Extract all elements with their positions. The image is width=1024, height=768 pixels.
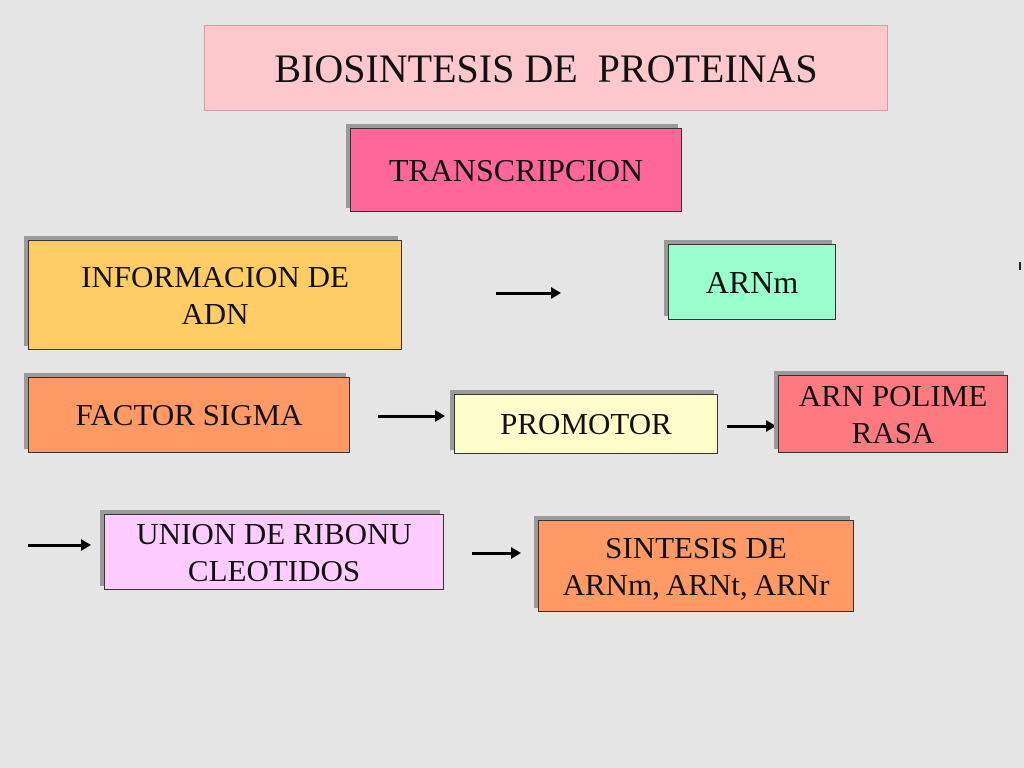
node-informacion-adn-line1: INFORMACION DE — [81, 258, 349, 294]
node-union-ribonucleotidos: UNION DE RIBONU CLEOTIDOS — [104, 514, 444, 590]
arrow-union-to-sintesis — [472, 547, 521, 559]
node-informacion-adn: INFORMACION DE ADN — [28, 240, 402, 350]
arrow-sigma-to-promotor — [378, 410, 445, 422]
node-arn-polimerasa-line1: ARN POLIME — [798, 377, 988, 413]
node-arnm: ARNm — [668, 244, 836, 320]
arrow-promotor-to-polimerasa — [727, 420, 776, 432]
node-transcripcion-label: TRANSCRIPCION — [388, 151, 644, 188]
node-union-ribonucleotidos-line2: CLEOTIDOS — [187, 553, 361, 588]
node-factor-sigma-label: FACTOR SIGMA — [75, 397, 303, 433]
node-union-ribonucleotidos-line1: UNION DE RIBONU — [136, 515, 412, 551]
diagram-title-text: BIOSINTESIS DE PROTEINAS — [274, 45, 818, 91]
node-sintesis-line1: SINTESIS DE — [605, 529, 787, 565]
node-sintesis-line2: ARNm, ARNt, ARNr — [562, 567, 830, 602]
diagram-title: BIOSINTESIS DE PROTEINAS — [204, 25, 888, 111]
node-factor-sigma: FACTOR SIGMA — [28, 377, 350, 453]
node-arnm-label: ARNm — [705, 263, 799, 300]
node-arn-polimerasa: ARN POLIME RASA — [778, 375, 1008, 453]
node-transcripcion: TRANSCRIPCION — [350, 128, 682, 212]
decorative-tick-mark — [1019, 262, 1021, 270]
node-promotor-label: PROMOTOR — [500, 406, 672, 442]
node-informacion-adn-line2: ADN — [181, 296, 249, 331]
arrow-adn-to-arnm — [496, 287, 561, 299]
arrow-to-union-ribonucleotidos — [28, 539, 91, 551]
node-arn-polimerasa-line2: RASA — [851, 415, 935, 450]
node-sintesis: SINTESIS DE ARNm, ARNt, ARNr — [538, 520, 854, 612]
node-promotor: PROMOTOR — [454, 394, 718, 454]
